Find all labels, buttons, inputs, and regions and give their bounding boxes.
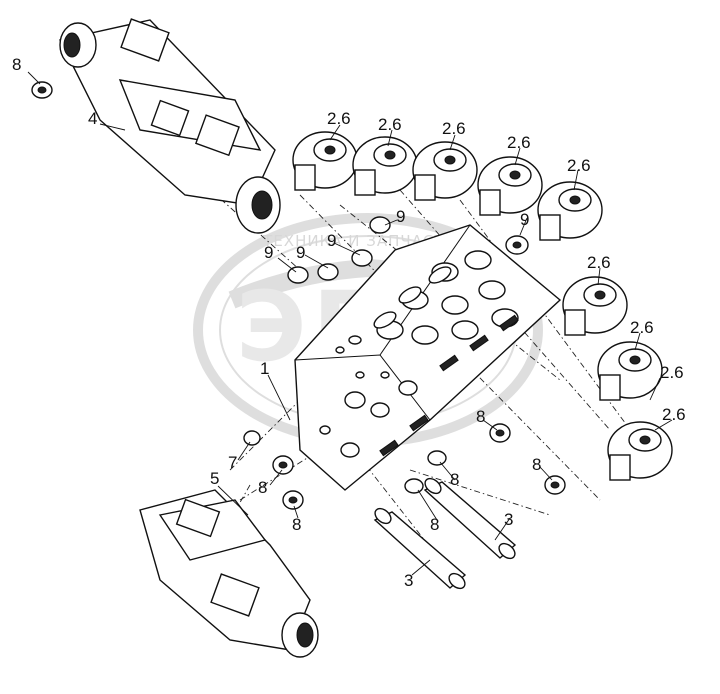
callout-9-d: 9 — [264, 243, 273, 262]
leader-lines — [27, 71, 673, 576]
spools — [373, 477, 517, 590]
callout-8-top-left: 8 — [12, 55, 21, 74]
plugs-and-seals — [31, 81, 566, 510]
callout-2-6-e: 2.6 — [567, 156, 591, 175]
solenoid-1 — [292, 131, 358, 191]
callout-labels: 8 4 2.6 2.6 2.6 2.6 2.6 2.6 2.6 2.6 2.6 … — [12, 55, 686, 590]
callout-2-6-g: 2.6 — [630, 318, 654, 337]
callout-8-f: 8 — [532, 455, 541, 474]
solenoid-2 — [352, 136, 418, 196]
spool-2 — [423, 477, 517, 560]
callout-5: 5 — [210, 469, 219, 488]
solenoid-5 — [537, 181, 603, 241]
callout-2-6-h: 2.6 — [660, 363, 684, 382]
callout-4: 4 — [88, 109, 97, 128]
callout-2-6-c: 2.6 — [442, 119, 466, 138]
callout-9-e: 9 — [296, 243, 305, 262]
callout-2-6-a: 2.6 — [327, 109, 351, 128]
callout-8-e: 8 — [450, 470, 459, 489]
solenoid-6 — [562, 276, 628, 336]
spool-1 — [373, 507, 467, 590]
callout-9-c: 9 — [327, 231, 336, 250]
callout-2-6-f: 2.6 — [587, 253, 611, 272]
callout-2-6-b: 2.6 — [378, 115, 402, 134]
solenoid-8 — [607, 421, 673, 481]
callout-2-6-i: 2.6 — [662, 405, 686, 424]
solenoid-cartridges — [292, 131, 673, 481]
callout-8-c: 8 — [292, 515, 301, 534]
callout-3-a: 3 — [504, 510, 513, 529]
callout-2-6-d: 2.6 — [507, 133, 531, 152]
directional-valve-lower — [139, 489, 319, 658]
callout-3-b: 3 — [404, 571, 413, 590]
callout-9-a: 9 — [396, 207, 405, 226]
directional-valve-upper — [58, 18, 281, 234]
solenoid-7 — [597, 341, 663, 401]
callout-7: 7 — [228, 453, 237, 472]
callout-8-d: 8 — [476, 407, 485, 426]
callout-9-b: 9 — [520, 210, 529, 229]
callout-8-g: 8 — [430, 515, 439, 534]
callout-8-b: 8 — [258, 478, 267, 497]
callout-1: 1 — [260, 359, 269, 378]
solenoid-4 — [477, 156, 543, 216]
solenoid-3 — [412, 141, 478, 201]
